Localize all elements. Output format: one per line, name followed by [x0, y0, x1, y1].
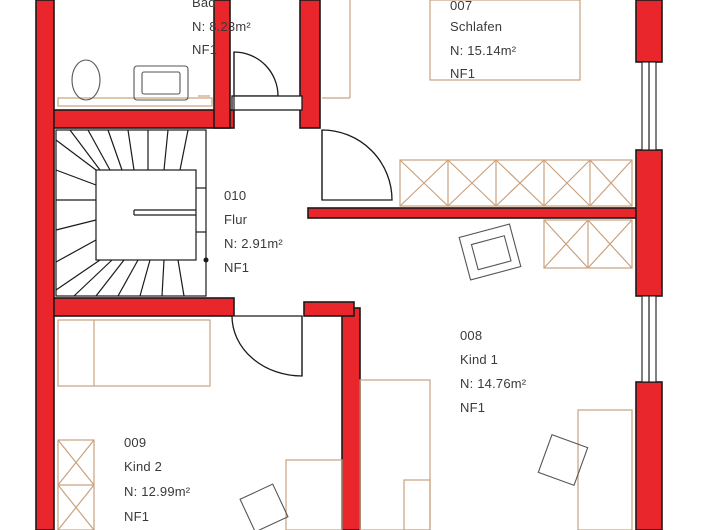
room-number: 010: [224, 188, 246, 203]
room-area: N: 8.23m²: [192, 19, 251, 34]
room-number: 007: [450, 0, 472, 13]
door-kind2: [231, 315, 303, 377]
room-usage: NF1: [460, 400, 485, 415]
room-name: Flur: [224, 212, 248, 227]
room-area: N: 15.14m²: [450, 43, 517, 58]
room-label-bad: Bad N: 8.23m² NF1: [192, 0, 251, 57]
desk-kind2: [285, 459, 343, 530]
room-number: 008: [460, 328, 482, 343]
room-label-schlafen: 007 Schlafen N: 15.14m² NF1: [450, 0, 517, 81]
room-label-flur: 010 Flur N: 2.91m² NF1: [224, 188, 283, 275]
wall-bath-stair: [53, 109, 235, 129]
room-area: N: 14.76m²: [460, 376, 527, 391]
outer-right-wall-top: [635, 0, 663, 63]
room-area: N: 12.99m²: [124, 484, 191, 499]
wall-flur-lower: [303, 301, 355, 317]
walls: [35, 0, 663, 530]
doors: [231, 51, 393, 377]
wall-bath-flur: [213, 0, 231, 129]
wardrobe-kind1: [543, 219, 633, 269]
bed-kind2: [57, 319, 211, 387]
wall-schlafen-kind1: [307, 207, 639, 219]
door-schlafen: [321, 129, 393, 201]
room-label-kind2: 009 Kind 2 N: 12.99m² NF1: [124, 435, 191, 524]
room-name: Schlafen: [450, 19, 502, 34]
room-name: Kind 2: [124, 459, 162, 474]
room-usage: NF1: [450, 66, 475, 81]
desk-kind1: [577, 409, 633, 530]
room-usage: NF1: [224, 260, 249, 275]
room-name: Bad: [192, 0, 216, 10]
wardrobe-upper: [399, 159, 633, 207]
room-usage: NF1: [124, 509, 149, 524]
staircase: [55, 129, 209, 297]
wall-kind2-kind1: [341, 307, 361, 530]
wall-flur-schlafen: [299, 0, 321, 129]
room-area: N: 2.91m²: [224, 236, 283, 251]
wall-stair-kind2: [53, 297, 235, 317]
room-name: Kind 1: [460, 352, 498, 367]
wardrobe-kind2: [57, 439, 95, 530]
room-usage: NF1: [192, 42, 217, 57]
furniture: [57, 0, 633, 530]
door-bath: [233, 51, 279, 97]
outer-left-wall: [35, 0, 55, 530]
windows: [641, 61, 657, 383]
armchair-kind1: [458, 223, 522, 281]
outer-right-wall-low: [635, 381, 663, 530]
outer-right-wall-mid: [635, 149, 663, 297]
room-label-kind1: 008 Kind 1 N: 14.76m² NF1: [460, 328, 527, 415]
bed-schlafen: [429, 0, 581, 81]
room-number: 009: [124, 435, 146, 450]
bed-kind1: [359, 379, 431, 530]
